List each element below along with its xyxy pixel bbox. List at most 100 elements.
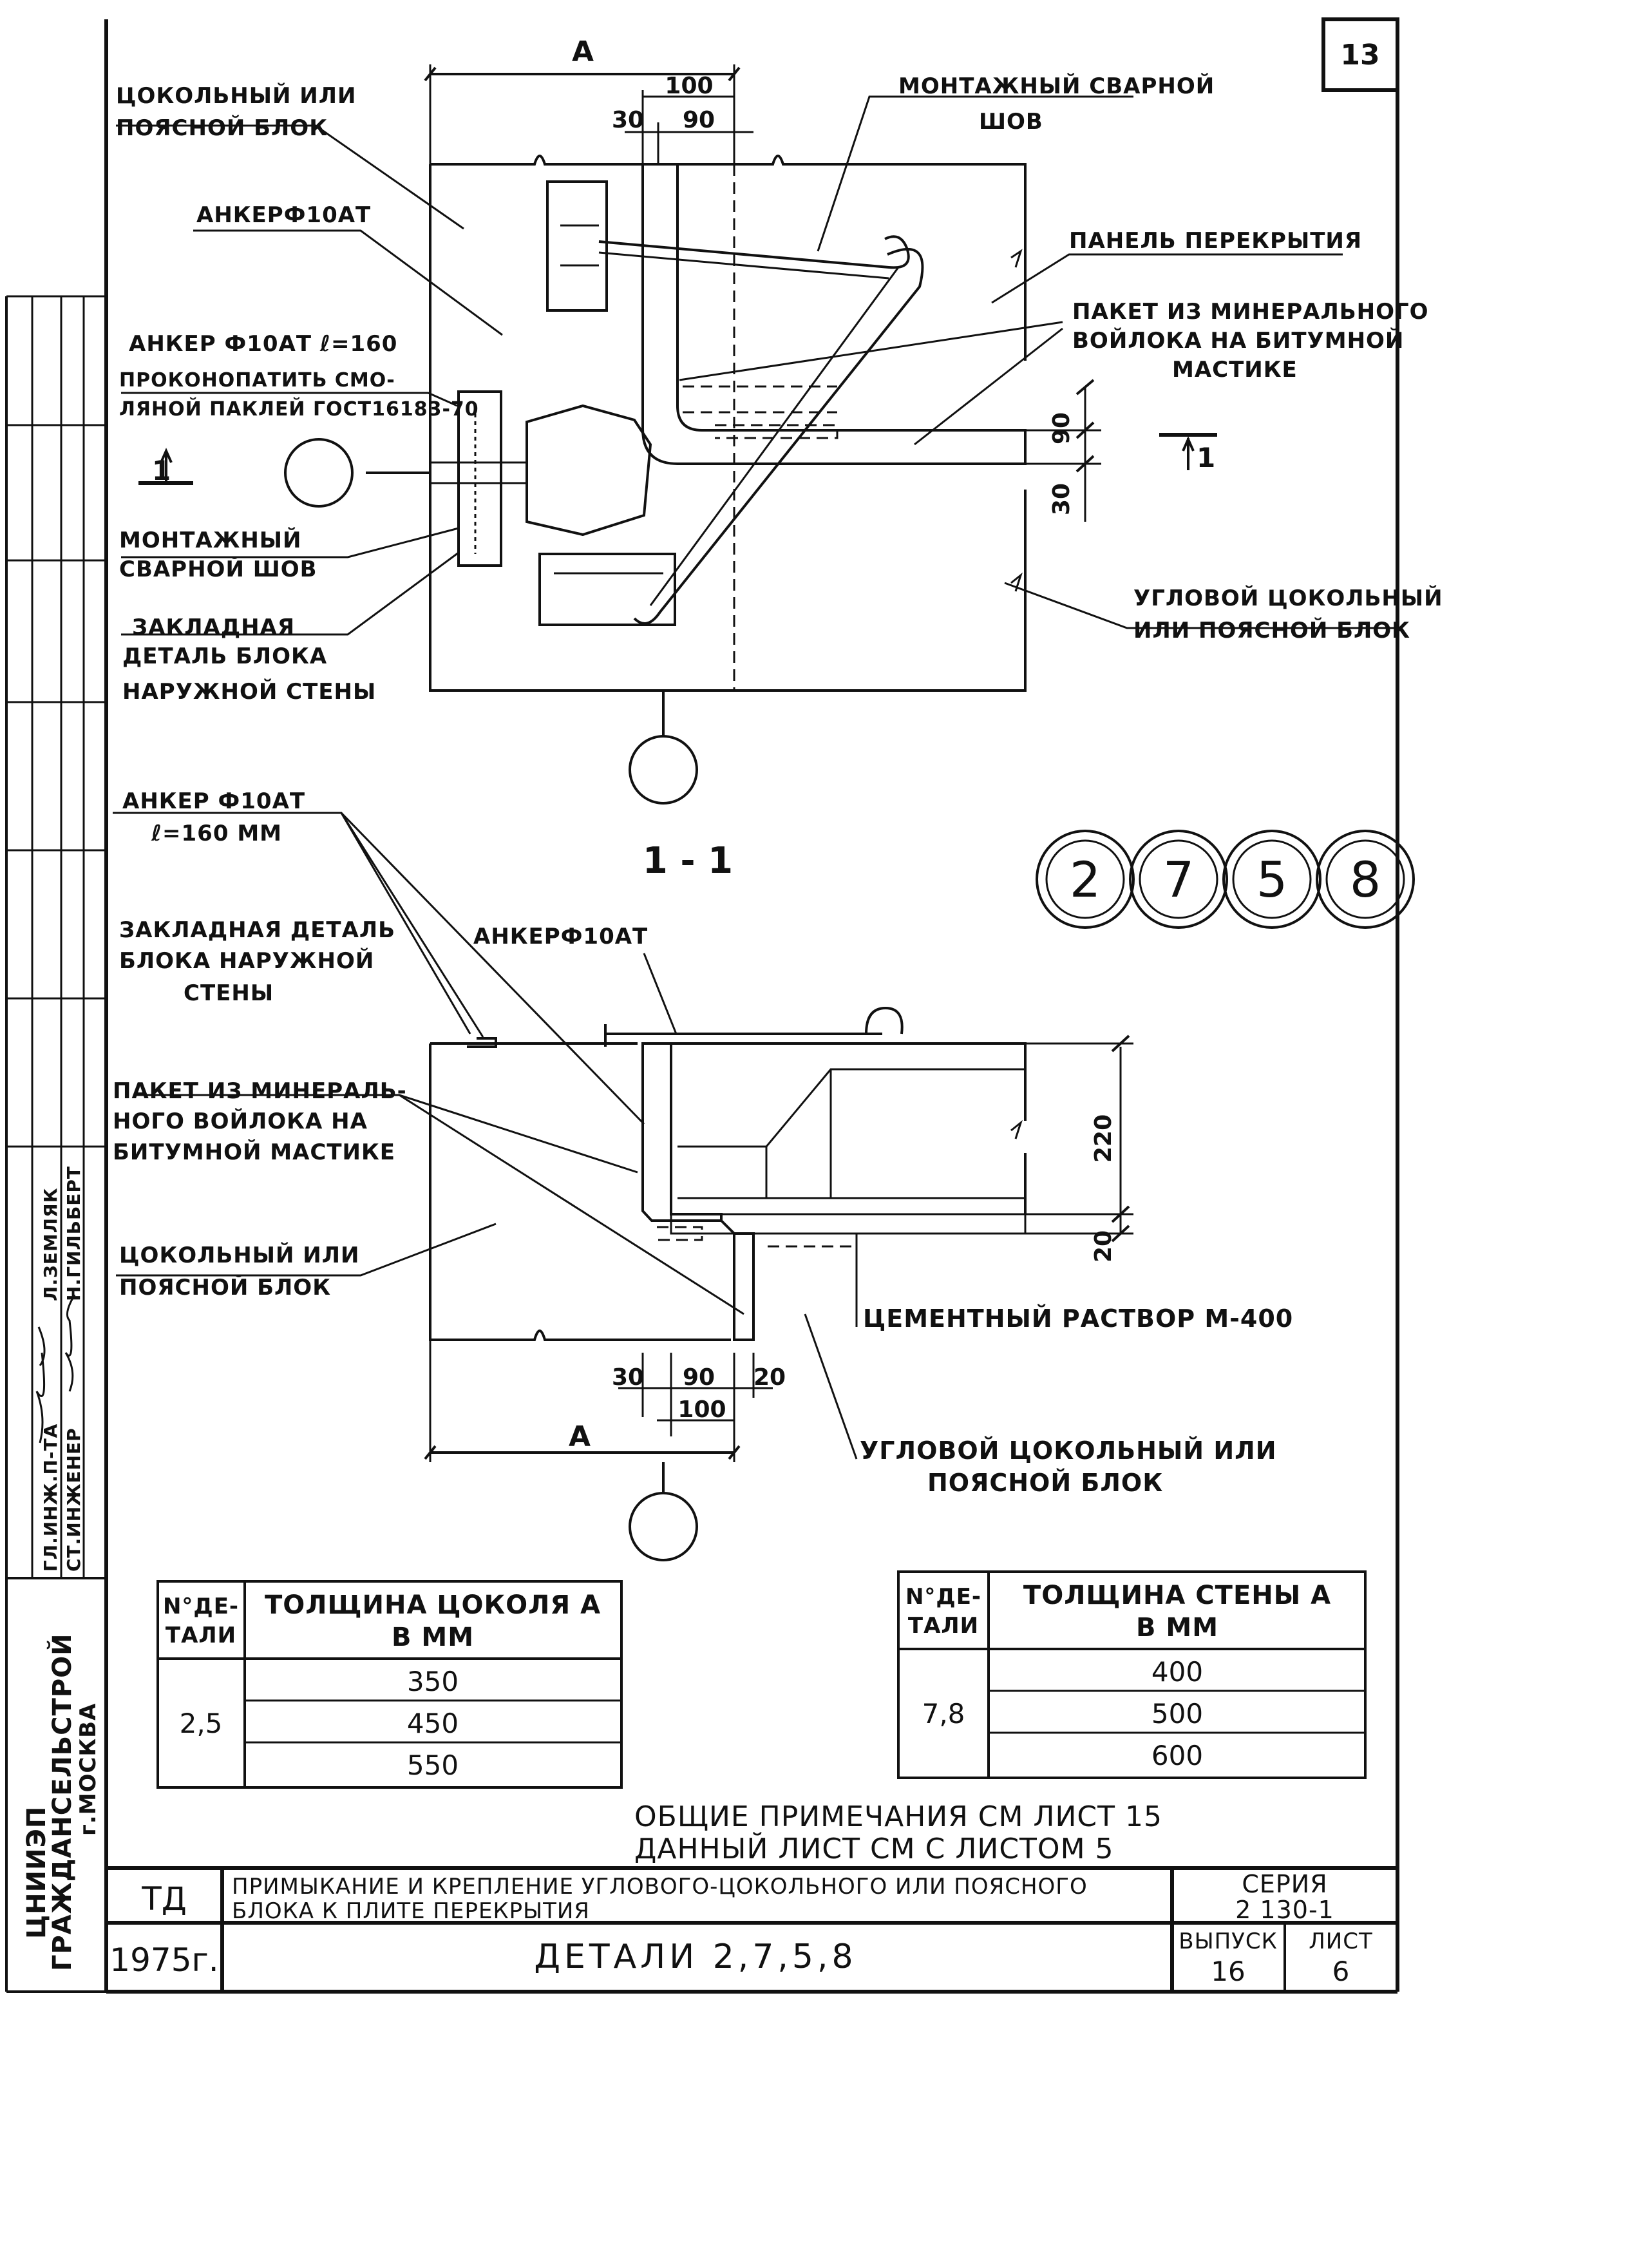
- section-circle-left: [284, 438, 354, 508]
- plan-dim-30v: 30: [1048, 483, 1075, 515]
- detail-number-4: 8: [1350, 851, 1381, 908]
- tb-code: ТД: [141, 1880, 187, 1918]
- stamp-name-2: Н.ГИЛЬБЕРТ: [63, 1166, 84, 1301]
- sec-label-embedded-1: ЗАКЛАДНАЯ ДЕТАЛЬ: [119, 917, 395, 943]
- tb-details-title: ДЕТАЛИ 2,7,5,8: [534, 1938, 857, 1976]
- label-slab: ПАНЕЛЬ ПЕРЕКРЫТИЯ: [1069, 228, 1362, 254]
- tl-h2b: В ММ: [392, 1623, 474, 1652]
- plan-view: [116, 64, 1397, 805]
- tl-h1a: N°ДЕ-: [163, 1594, 239, 1619]
- plan-dim-A: A: [572, 35, 594, 68]
- section-circle-lower: [629, 1492, 698, 1561]
- section-mark-right: 1: [1197, 442, 1215, 473]
- sec-label-anchor-1: АНКЕР Ф10АТ: [122, 788, 305, 814]
- detail-number-2: 7: [1163, 851, 1194, 908]
- section-dim-100: 100: [677, 1396, 726, 1423]
- tb-sheet-label: ЛИСТ: [1309, 1929, 1373, 1954]
- tb-title-2: БЛОКА К ПЛИТЕ ПЕРЕКРЫТИЯ: [232, 1898, 590, 1924]
- stamp-name-1: Л.ЗЕМЛЯК: [40, 1188, 61, 1301]
- tr-h1b: ТАЛИ: [908, 1613, 979, 1639]
- sec-label-corner-2: ПОЯСНОЙ БЛОК: [927, 1469, 1163, 1497]
- section-dim-20: 20: [753, 1364, 786, 1391]
- tr-detail: 7,8: [922, 1698, 965, 1730]
- tr-v1: 400: [1151, 1656, 1203, 1688]
- tb-year: 1975г.: [109, 1941, 218, 1979]
- stamp-role-2: СТ.ИНЖЕНЕР: [63, 1427, 84, 1572]
- label-plinth-block-2: ПОЯСНОЙ БЛОК: [116, 115, 328, 141]
- tb-series-value: 2 130-1: [1235, 1896, 1334, 1924]
- tr-h1a: N°ДЕ-: [905, 1584, 981, 1610]
- tb-issue-label: ВЫПУСК: [1179, 1929, 1278, 1954]
- tr-v2: 500: [1151, 1698, 1203, 1730]
- section-title: 1 - 1: [643, 840, 733, 882]
- tl-v3: 550: [407, 1749, 459, 1781]
- sheet-number: 13: [1340, 39, 1379, 71]
- label-felt-2: ВОЙЛОКА НА БИТУМНОЙ: [1072, 327, 1404, 354]
- tr-h2a: ТОЛЩИНА СТЕНЫ A: [1023, 1581, 1331, 1610]
- tl-h2a: ТОЛЩИНА ЦОКОЛЯ A: [265, 1590, 601, 1620]
- sec-label-anchor-2: ℓ=160 ММ: [151, 821, 282, 846]
- label-embedded-1: ЗАКЛАДНАЯ: [132, 615, 295, 640]
- sec-label-felt-2: НОГО ВОЙЛОКА НА: [113, 1108, 368, 1134]
- table-right-grid: [897, 1570, 1367, 1779]
- stamp-org-3: г.МОСКВА: [75, 1703, 101, 1836]
- stamp-org-2: ГРАЖДАНСЕЛЬСТРОЙ: [46, 1633, 77, 1971]
- section-view: [113, 812, 1133, 1561]
- section-dim-30: 30: [612, 1364, 644, 1391]
- label-anchor-top: АНКЕРФ10АТ: [196, 202, 371, 228]
- plan-dim-30: 30: [612, 107, 644, 133]
- section-dim-220: 220: [1090, 1114, 1117, 1163]
- label-embedded-3: НАРУЖНОЙ СТЕНЫ: [122, 678, 376, 705]
- label-caulk-2: ЛЯНОЙ ПАКЛЕЙ ГОСТ16183-70: [119, 397, 479, 421]
- label-anchor-l160: АНКЕР Ф10АТ ℓ=160: [129, 331, 397, 357]
- label-weld-left-2: СВАРНОЙ ШОВ: [119, 556, 317, 582]
- section-dim-A: A: [569, 1420, 591, 1453]
- plan-dim-90v: 90: [1048, 412, 1075, 444]
- sec-label-felt-3: БИТУМНОЙ МАСТИКЕ: [113, 1139, 395, 1165]
- label-plinth-block-1: ЦОКОЛЬНЫЙ ИЛИ: [116, 82, 356, 109]
- sheet-number-box: [1321, 17, 1399, 92]
- title-block-grid: [106, 1866, 1397, 1992]
- note-2: ДАННЫЙ ЛИСТ СМ С ЛИСТОМ 5: [634, 1831, 1114, 1865]
- tl-v2: 450: [407, 1708, 459, 1739]
- tr-h2b: В ММ: [1136, 1613, 1218, 1643]
- label-caulk-1: ПРОКОНОПАТИТЬ СМО-: [119, 369, 395, 392]
- tb-title-1: ПРИМЫКАНИЕ И КРЕПЛЕНИЕ УГЛОВОГО-ЦОКОЛЬНО…: [232, 1874, 1088, 1900]
- section-circle-bottom: [629, 735, 698, 805]
- sec-label-anchor2: АНКЕРФ10АТ: [473, 924, 648, 949]
- tl-detail: 2,5: [180, 1708, 223, 1739]
- plan-dim-100: 100: [665, 73, 713, 99]
- note-1: ОБЩИЕ ПРИМЕЧАНИЯ СМ ЛИСТ 15: [634, 1800, 1162, 1833]
- detail-number-1: 2: [1070, 851, 1101, 908]
- tb-issue-value: 16: [1211, 1956, 1245, 1987]
- label-corner-block-1: УГЛОВОЙ ЦОКОЛЬНЫЙ: [1133, 585, 1443, 611]
- section-dim-20v: 20: [1090, 1230, 1117, 1263]
- detail-circles: [1036, 830, 1415, 929]
- side-stamp: [5, 295, 106, 1993]
- frame: [104, 17, 1399, 1994]
- sec-label-plinth-1: ЦОКОЛЬНЫЙ ИЛИ: [119, 1242, 359, 1268]
- label-weld-top-1: МОНТАЖНЫЙ СВАРНОЙ: [898, 73, 1215, 99]
- label-embedded-2: ДЕТАЛЬ БЛОКА: [122, 643, 327, 669]
- label-corner-block-2: ИЛИ ПОЯСНОЙ БЛОК: [1133, 617, 1410, 643]
- stamp-org-1: ЦНИИЭП: [22, 1806, 52, 1939]
- tl-h1b: ТАЛИ: [166, 1623, 236, 1648]
- stamp-role-1: ГЛ.ИНЖ.П-ТА: [40, 1424, 61, 1572]
- label-weld-top-2: ШОВ: [979, 109, 1043, 135]
- section-dim-90: 90: [683, 1364, 715, 1391]
- label-felt-3: МАСТИКЕ: [1172, 357, 1298, 383]
- sec-label-mortar: ЦЕМЕНТНЫЙ РАСТВОР М-400: [863, 1304, 1293, 1333]
- plan-dim-90: 90: [683, 107, 715, 133]
- tb-series-label: СЕРИЯ: [1242, 1870, 1327, 1898]
- detail-number-3: 5: [1256, 851, 1287, 908]
- label-felt-1: ПАКЕТ ИЗ МИНЕРАЛЬНОГО: [1072, 299, 1429, 325]
- table-left-grid: [156, 1580, 623, 1789]
- tb-sheet-value: 6: [1332, 1956, 1350, 1987]
- section-mark-left: 1: [152, 455, 171, 486]
- tr-v3: 600: [1151, 1740, 1203, 1771]
- sec-label-felt-1: ПАКЕТ ИЗ МИНЕРАЛЬ-: [113, 1078, 407, 1104]
- tl-v1: 350: [407, 1666, 459, 1697]
- sec-label-embedded-3: СТЕНЫ: [184, 980, 274, 1006]
